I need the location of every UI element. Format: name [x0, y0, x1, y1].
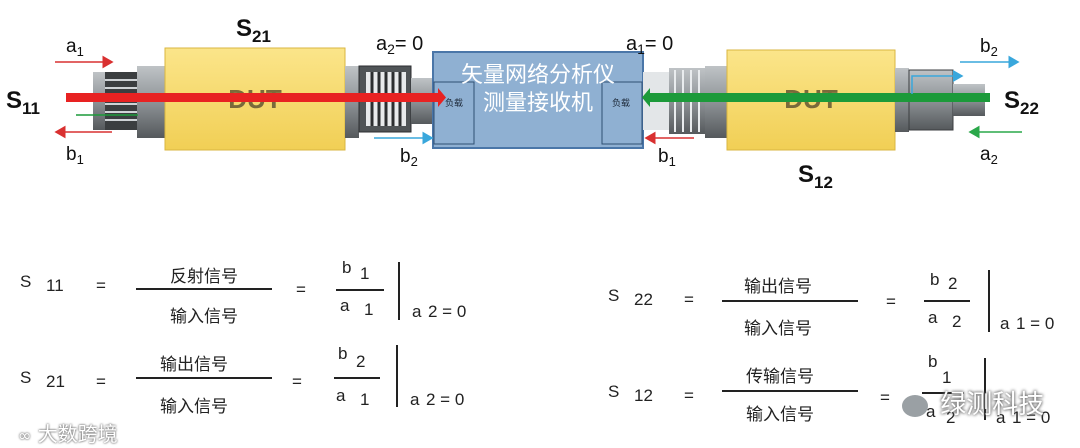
eq4-a: a: [926, 402, 936, 421]
eq1-cond-rest: 2 = 0: [428, 302, 467, 321]
eq1-s: S: [20, 272, 32, 291]
eq3-a: a: [928, 308, 938, 327]
eq3-numerator: 输出信号: [744, 277, 812, 297]
watermark-right-text: 绿测科技: [940, 390, 1045, 420]
label-a1-zero: a1= 0: [626, 33, 673, 57]
eq1-fraction-bar2: [336, 289, 384, 291]
eq2-b-index: 2: [356, 352, 366, 371]
eq2-fraction-bar: [136, 377, 272, 379]
eq3-cond-rest: 1 = 0: [1016, 314, 1055, 333]
eq2-cond-a: a: [410, 390, 420, 409]
green-beam-head: [642, 88, 650, 107]
label-a2-right: a2: [980, 144, 998, 167]
eq4-a-index: 2: [946, 408, 956, 427]
eq2-s: S: [20, 368, 32, 387]
eq3-cond-a: a: [1000, 314, 1010, 333]
eq3-fraction-bar: [722, 300, 858, 302]
eq4-s: S: [608, 382, 620, 401]
eq1-cond-a: a: [412, 302, 422, 321]
eq2-equals: =: [96, 372, 106, 391]
label-s21: S21: [236, 15, 271, 46]
eq1-equals: =: [96, 276, 106, 295]
eq1-equals2: =: [296, 280, 306, 299]
eq3-a-index: 2: [952, 312, 962, 331]
vna-title-line1: 矢量网络分析仪: [461, 63, 615, 88]
eq4-numerator: 传输信号: [746, 367, 814, 387]
watermark-left-icon: ∞: [18, 426, 32, 445]
eq1-eval-bar: [398, 262, 400, 320]
eq4-equals: =: [684, 386, 694, 405]
eq4-sub: 12: [634, 386, 653, 405]
eq1-b: b: [342, 258, 352, 277]
right-reflect-path: [911, 70, 964, 94]
watermark-left-text: 大数跨境: [37, 422, 118, 446]
label-b2-right: b2: [980, 36, 998, 59]
red-beam: [66, 93, 438, 102]
label-s12: S12: [798, 161, 833, 192]
eq1-a-index: 1: [364, 300, 374, 319]
eq1-fraction-bar: [136, 288, 272, 290]
right-connector: [895, 68, 985, 132]
wechat-icon: [902, 394, 928, 417]
eq2-equals2: =: [292, 372, 302, 391]
eq4-fraction-bar: [722, 390, 858, 392]
eq1-b-index: 1: [360, 264, 370, 283]
label-b1-left: b1: [66, 144, 84, 167]
right-load-box: [601, 81, 643, 145]
right-load-label: 负载: [612, 97, 630, 109]
eq2-b: b: [338, 344, 348, 363]
label-s22: S22: [1004, 87, 1039, 118]
eq3-equals2: =: [886, 292, 896, 311]
eq1-numerator: 反射信号: [170, 267, 238, 287]
eq3-b-index: 2: [948, 274, 958, 293]
eq2-eval-bar: [396, 345, 398, 407]
watermark-right: 绿测科技: [902, 384, 1044, 421]
eq3-sub: 22: [634, 290, 653, 309]
eq1-sub: 11: [46, 276, 64, 295]
eq1-a: a: [340, 296, 350, 315]
eq4-b-index: 1: [942, 368, 952, 387]
left-load-label: 负载: [445, 97, 463, 109]
watermark-left: ∞ 大数跨境: [18, 418, 118, 447]
label-b1-mid: b1: [658, 146, 676, 169]
label-a2-zero: a2= 0: [376, 33, 423, 57]
eq4-cond-a: a: [996, 408, 1006, 427]
eq3-eval-bar: [988, 270, 990, 332]
eq1-denominator: 输入信号: [170, 307, 238, 327]
eq2-sub: 21: [46, 372, 65, 391]
eq3-b: b: [930, 270, 940, 289]
eq3-s: S: [608, 286, 620, 305]
eq2-fraction-bar2: [334, 377, 380, 379]
eq4-eval-bar: [984, 358, 986, 420]
eq2-a: a: [336, 386, 346, 405]
label-s11: S11: [6, 87, 40, 118]
eq3-equals: =: [684, 290, 694, 309]
label-a1-left: a1: [66, 36, 84, 59]
eq4-cond-rest: 1 = 0: [1012, 408, 1051, 427]
red-beam-head: [438, 88, 446, 107]
label-b2-mid: b2: [400, 146, 418, 169]
eq2-a-index: 1: [360, 390, 370, 409]
eq4-b: b: [928, 352, 938, 371]
eq3-fraction-bar2: [924, 300, 970, 302]
eq3-denominator: 输入信号: [744, 319, 812, 339]
s-parameter-diagram: DUT 负载 负载 矢量网络分析仪 测量接收机 DUT: [6, 15, 1039, 192]
eq4-fraction-bar2: [922, 392, 964, 394]
eq2-denominator: 输入信号: [160, 397, 228, 417]
eq2-cond-rest: 2 = 0: [426, 390, 465, 409]
eq2-numerator: 输出信号: [160, 355, 228, 375]
eq4-equals2: =: [880, 388, 890, 407]
vna-title-line2: 测量接收机: [483, 91, 593, 116]
eq4-denominator: 输入信号: [746, 405, 814, 425]
green-beam: [650, 93, 990, 102]
